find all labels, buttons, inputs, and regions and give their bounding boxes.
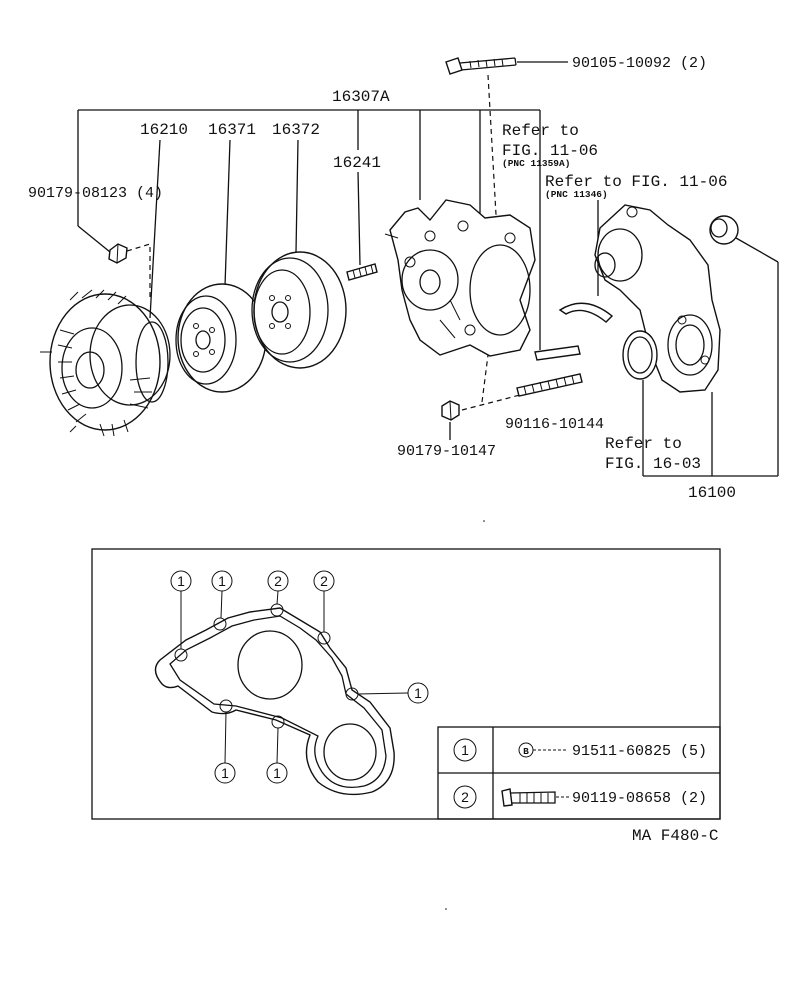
- key-piece: [534, 345, 581, 361]
- gasket-callout-1: 1: [170, 570, 192, 649]
- pulley-16372: [251, 251, 347, 369]
- legend-part-2: 90119-08658 (2): [572, 790, 707, 807]
- label-pulley1: 16371: [208, 121, 256, 139]
- svg-text:1: 1: [273, 765, 281, 781]
- nut-bottom: [441, 400, 460, 421]
- svg-text:1: 1: [177, 573, 185, 589]
- legend-key-2: 2: [461, 789, 469, 805]
- label-pulley2: 16372: [272, 121, 320, 139]
- legend-part-1: 91511-60825 (5): [572, 743, 707, 760]
- water-pump-body: [384, 199, 536, 357]
- ref2-pnc: (PNC 11346): [545, 189, 608, 200]
- water-inlet-housing: [594, 204, 721, 393]
- ref3-line1: Refer to: [605, 435, 682, 453]
- o-ring: [622, 330, 658, 380]
- label-bolt-top: 90105-10092 (2): [572, 55, 707, 72]
- pulley-16371: [175, 283, 267, 393]
- label-fan-clutch: 16210: [140, 121, 188, 139]
- svg-text:1: 1: [414, 685, 422, 701]
- gasket-callout-2: 1: [211, 570, 233, 619]
- gasket-callout-3: 2: [267, 570, 289, 605]
- bolt-top-dash: [487, 74, 498, 233]
- legend-table: 1 B 91511-60825 (5) 2 90119-08658 (2): [437, 726, 721, 820]
- stud-16241: [346, 263, 378, 281]
- ref1-line2: FIG. 11-06: [502, 142, 598, 160]
- ref3-line2: FIG. 16-03: [605, 455, 701, 473]
- label-nut-bottom: 90179-10147: [397, 443, 496, 460]
- svg-text:2: 2: [274, 573, 282, 589]
- seal-arc: [558, 302, 614, 323]
- bolt-fan-hex: [108, 243, 128, 264]
- label-bolt-fan: 90179-08123 (4): [28, 185, 163, 202]
- figure-code: MA F480-C: [632, 827, 718, 845]
- gasket-callout-7: 1: [266, 727, 288, 784]
- gasket-detail-frame: [91, 548, 721, 820]
- plug: [709, 215, 739, 245]
- svg-text:2: 2: [320, 573, 328, 589]
- legend-bolt-icon: [501, 788, 556, 807]
- label-group-top: 16307A: [332, 88, 390, 106]
- svg-text:1: 1: [218, 573, 226, 589]
- svg-text:1: 1: [221, 765, 229, 781]
- ref2-line1: Refer to FIG. 11-06: [545, 173, 727, 191]
- gasket-callout-4: 2: [313, 570, 335, 632]
- label-stud-bottom: 90116-10144: [505, 416, 604, 433]
- gasket-outline: [154, 603, 395, 796]
- stud-bottom: [516, 373, 583, 397]
- gasket-callout-5: 1: [357, 682, 429, 704]
- fan-clutch: [40, 289, 171, 437]
- ref1-line1: Refer to: [502, 122, 579, 140]
- legend-symbol-1: B: [523, 746, 529, 757]
- bolt-top: [445, 57, 568, 75]
- label-stud: 16241: [333, 154, 381, 172]
- ref1-pnc: (PNC 11359A): [502, 158, 570, 169]
- gasket-callout-6: 1: [214, 711, 236, 784]
- label-pump-assy: 16100: [688, 484, 736, 502]
- legend-key-1: 1: [461, 742, 469, 758]
